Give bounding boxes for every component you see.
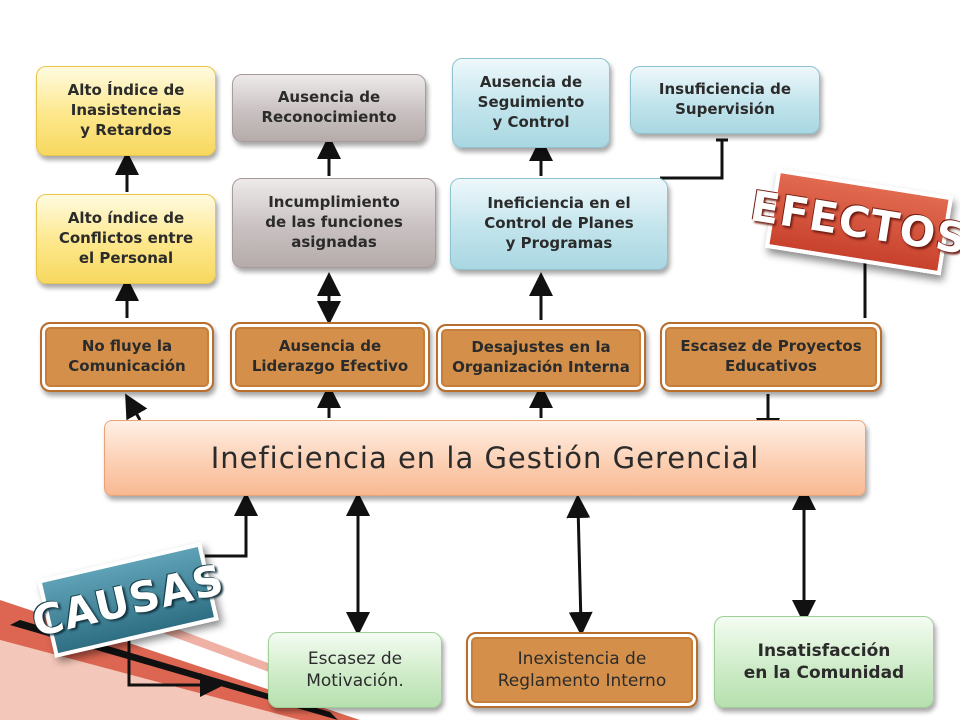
cause-no-internal-regulation: Inexistencia de Reglamento Interno [466, 632, 698, 708]
problem-lack-leadership: Ausencia de Liderazgo Efectivo [230, 322, 430, 392]
connector-bottom-left [127, 640, 224, 697]
connector-supervision [660, 140, 724, 180]
problem-internal-organization: Desajustes en la Organización Interna [436, 324, 646, 392]
effect-high-absenteeism: Alto Índice de Inasistencias y Retardos [36, 66, 216, 156]
cause-lack-motivation: Escasez de Motivación. [268, 632, 442, 708]
effect-insufficient-supervision: Insuficiencia de Supervisión [630, 66, 820, 134]
effect-noncompliance-functions: Incumplimiento de las funciones asignada… [232, 178, 436, 268]
central-problem: Ineficiencia en la Gestión Gerencial [104, 420, 866, 496]
effect-inefficient-plan-control: Ineficiencia en el Control de Planes y P… [450, 178, 668, 270]
effect-lack-followup: Ausencia de Seguimiento y Control [452, 58, 610, 148]
arrow-cause2-double [566, 494, 593, 636]
effect-lack-recognition: Ausencia de Reconocimiento [232, 74, 426, 142]
problem-no-communication: No fluye la Comunicación [40, 322, 214, 392]
problem-lack-educational-projects: Escasez de Proyectos Educativos [660, 322, 882, 392]
connector-causas [205, 492, 258, 558]
arrow-col1-up-low [125, 393, 148, 421]
cause-community-dissatisfaction: Insatisfacción en la Comunidad [714, 616, 934, 708]
effect-high-conflicts: Alto índice de Conflictos entre el Perso… [36, 194, 216, 284]
